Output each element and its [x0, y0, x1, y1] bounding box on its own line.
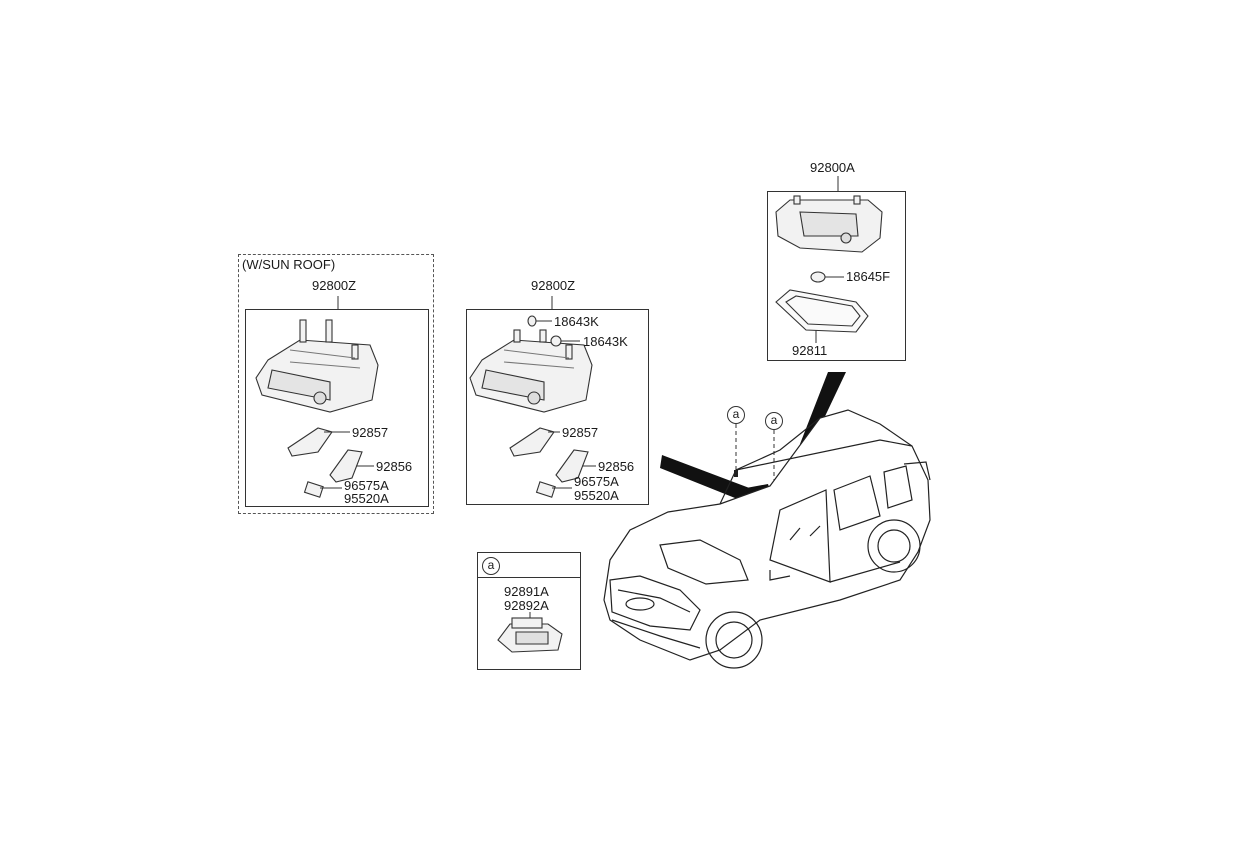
rear-lens-92811: 92811 [792, 343, 828, 358]
lens-92856-standard [555, 449, 589, 483]
rear-lamp-housing [775, 195, 883, 253]
ref-group-marker: a [482, 557, 500, 575]
standard-assembly-label: 92800Z [531, 278, 576, 293]
map-lamp-92891a [497, 617, 563, 653]
sunroof-part-96575a: 96575A [344, 478, 389, 493]
sunroof-part-92856: 92856 [376, 459, 413, 474]
standard-part-92857: 92857 [562, 425, 599, 440]
ref-part-92891a: 92891A [504, 584, 549, 599]
sunroof-part-95520a: 95520A [344, 491, 389, 506]
standard-part-95520a: 95520A [574, 488, 619, 503]
lens-92857-sunroof [287, 427, 333, 457]
standard-bulb-18643k-1: 18643K [554, 314, 599, 329]
lens-92811 [775, 289, 869, 333]
sunroof-group-frame [238, 254, 434, 514]
standard-part-92856: 92856 [598, 459, 635, 474]
rear-assembly-label: 92800A [810, 160, 855, 175]
sunroof-group-title: (W/SUN ROOF) [242, 257, 336, 272]
pointer-wedge-front [660, 455, 760, 500]
ref-group-box [477, 552, 581, 670]
vehicle-illustration [603, 409, 931, 669]
lens-92856-sunroof [329, 449, 363, 483]
sunroof-assembly-label: 92800Z [312, 278, 357, 293]
standard-bulb-18643k-2: 18643K [583, 334, 628, 349]
sunroof-parts-box [245, 309, 429, 507]
switch-96575a-sunroof [303, 481, 324, 498]
vehicle-marker-a-1: a [727, 406, 745, 424]
standard-parts-box [466, 309, 649, 505]
rear-bulb-18645f: 18645F [846, 269, 891, 284]
overhead-console-housing-standard [469, 329, 593, 413]
sunroof-part-92857: 92857 [352, 425, 389, 440]
ref-part-92892a: 92892A [504, 598, 549, 613]
vehicle-marker-a-2: a [765, 412, 783, 430]
lens-92857-standard [509, 427, 555, 457]
switch-96575a-standard [535, 481, 556, 498]
overhead-console-housing-sunroof [255, 319, 379, 413]
ref-group-header [477, 552, 581, 578]
rear-parts-box [767, 191, 906, 361]
standard-part-96575a: 96575A [574, 474, 619, 489]
